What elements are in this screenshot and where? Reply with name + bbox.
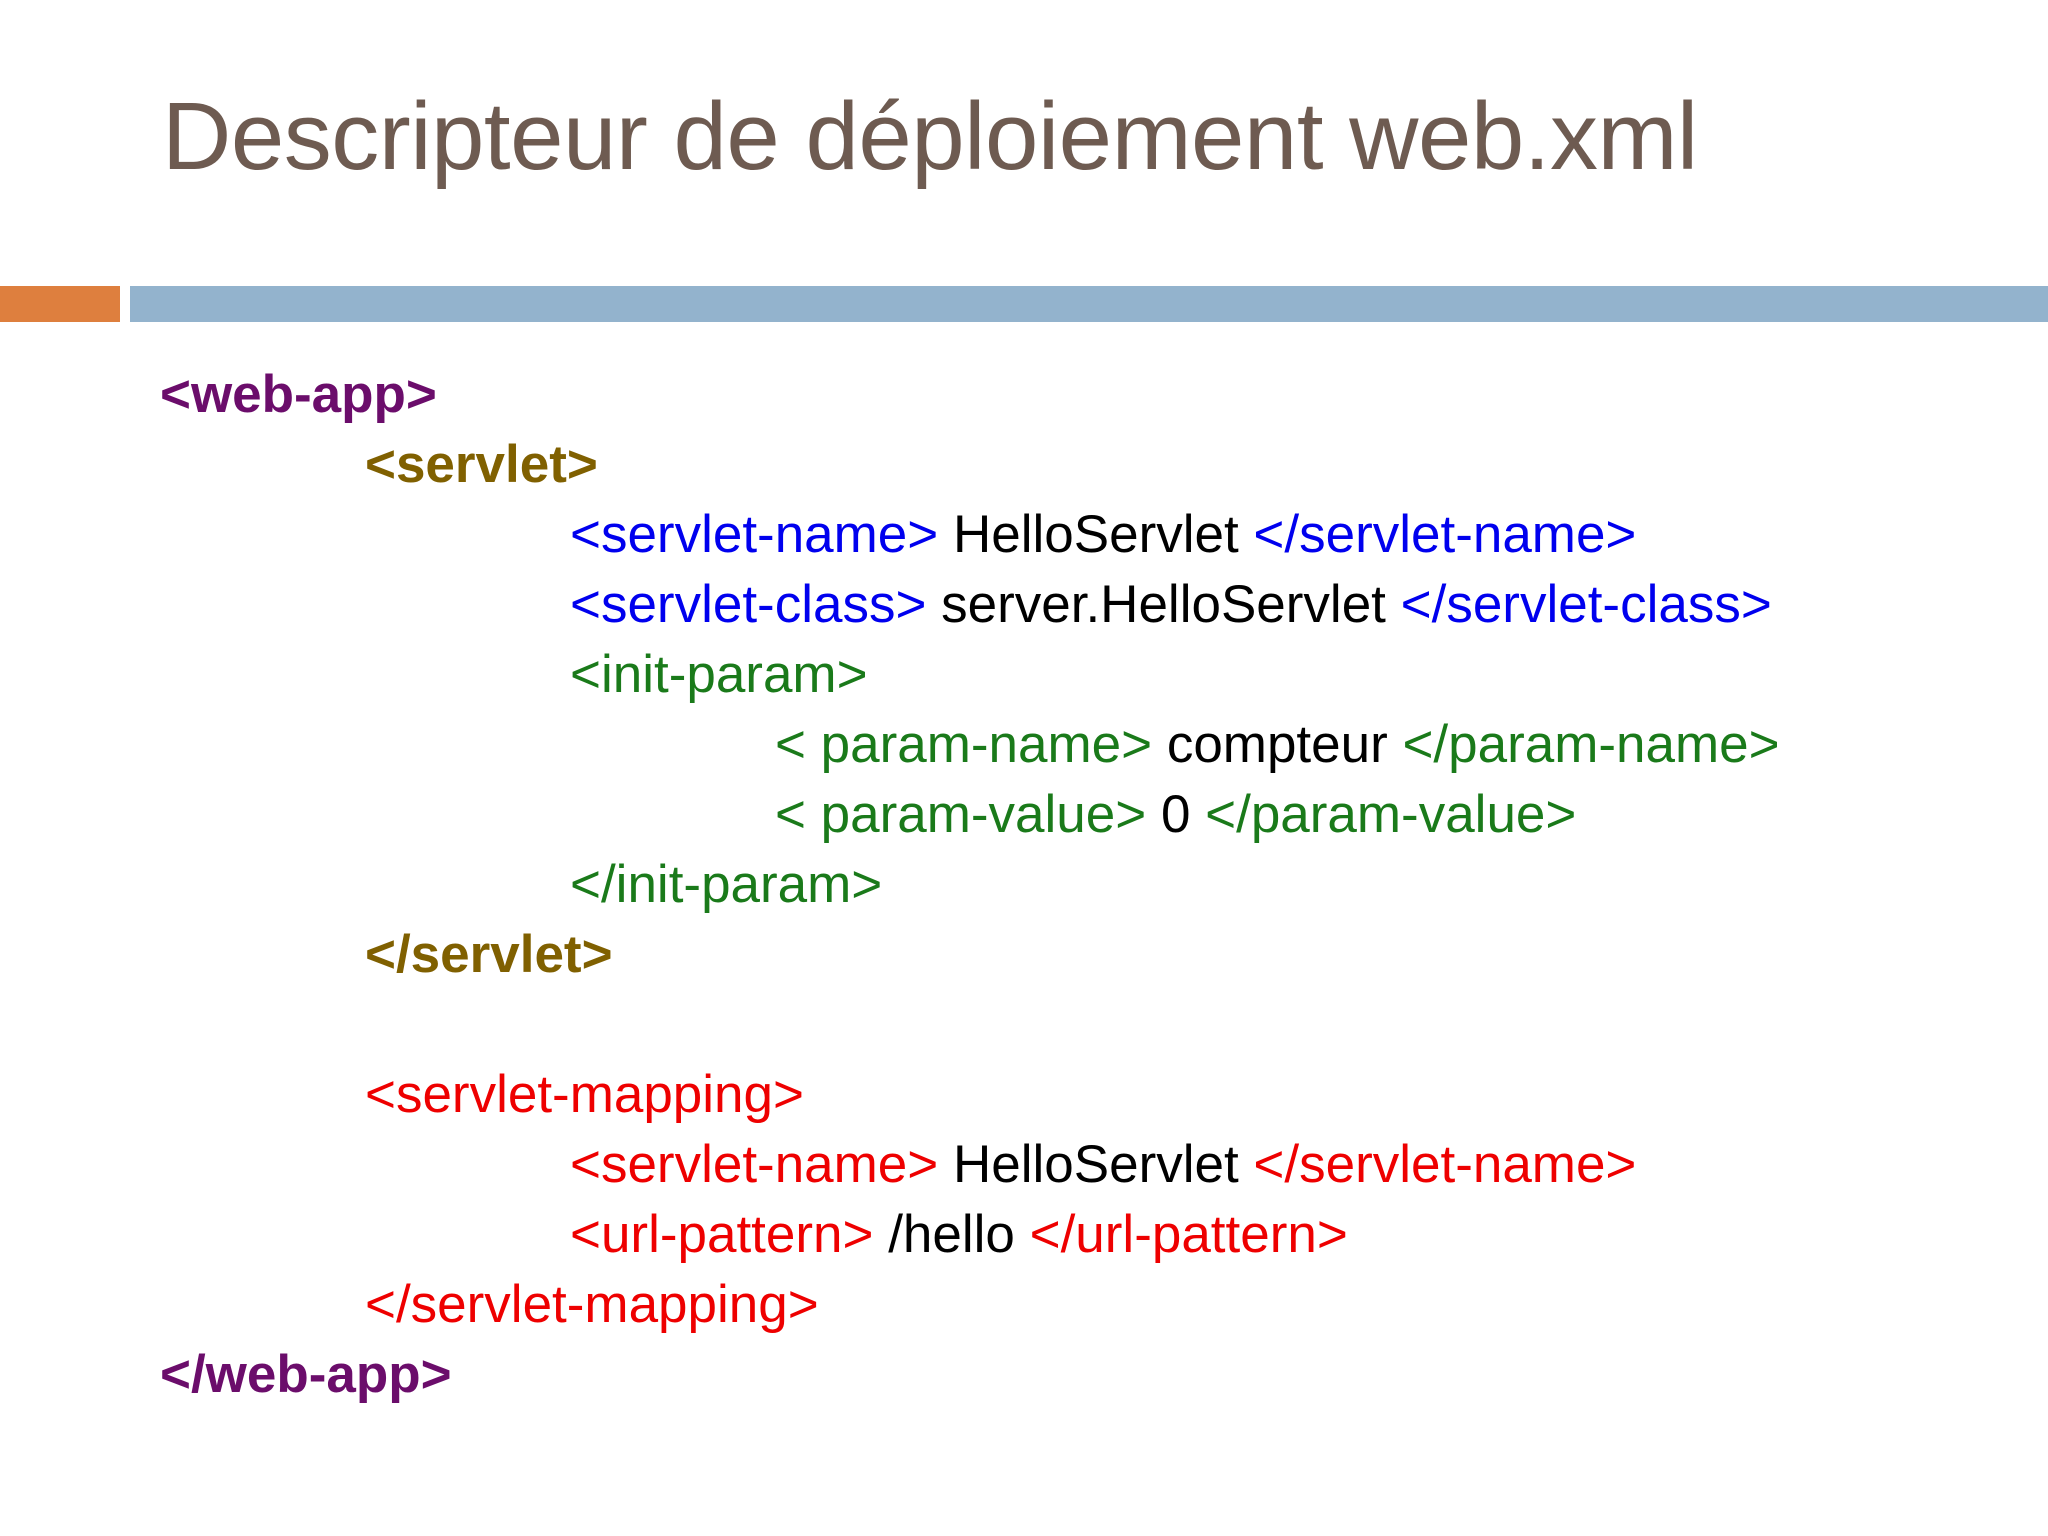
divider-accent-block (0, 286, 120, 322)
code-line: <servlet-mapping> (0, 1060, 2048, 1130)
code-block: <web-app> <servlet> <servlet-name> HelloSe… (0, 360, 2048, 1410)
code-line: </init-param> (0, 850, 2048, 920)
code-line: <servlet-name> HelloServlet </servlet-na… (0, 500, 2048, 570)
code-token: </web-app> (160, 1345, 452, 1404)
title-divider (0, 286, 2048, 322)
code-line-blank (0, 990, 2048, 1060)
code-token: < param-value> (775, 785, 1147, 844)
code-token: <init-param> (570, 645, 868, 704)
code-token: <servlet-mapping> (365, 1065, 804, 1124)
code-token: <servlet> (365, 435, 598, 494)
code-line: <servlet-name> HelloServlet </servlet-na… (0, 1130, 2048, 1200)
code-token: <servlet-name> (570, 505, 939, 564)
code-token: /hello (873, 1205, 1030, 1264)
code-line: < param-name> compteur </param-name> (0, 710, 2048, 780)
code-token: </param-name> (1402, 715, 1780, 774)
code-line: < param-value> 0 </param-value> (0, 780, 2048, 850)
code-token: <servlet-name> (570, 1135, 939, 1194)
code-token: <servlet-class> (570, 575, 927, 634)
code-token: HelloServlet (938, 505, 1254, 564)
code-line: </servlet> (0, 920, 2048, 990)
code-line: <servlet> (0, 430, 2048, 500)
code-token: </servlet> (365, 925, 613, 984)
code-token: </param-value> (1205, 785, 1577, 844)
code-token: </init-param> (570, 855, 883, 914)
code-token: <url-pattern> (570, 1205, 874, 1264)
code-token: compteur (1152, 715, 1403, 774)
code-token: </servlet-mapping> (365, 1275, 819, 1334)
code-line: </servlet-mapping> (0, 1270, 2048, 1340)
code-token: </servlet-name> (1253, 505, 1637, 564)
code-line: <init-param> (0, 640, 2048, 710)
page-title: Descripteur de déploiement web.xml (162, 83, 1698, 191)
code-line: <url-pattern> /hello </url-pattern> (0, 1200, 2048, 1270)
code-token: server.HelloServlet (926, 575, 1401, 634)
code-token: HelloServlet (938, 1135, 1254, 1194)
code-token: <web-app> (160, 365, 437, 424)
code-line: <web-app> (0, 360, 2048, 430)
code-token: 0 (1146, 785, 1206, 844)
code-token: </servlet-class> (1400, 575, 1772, 634)
divider-bar (130, 286, 2048, 322)
code-line: </web-app> (0, 1340, 2048, 1410)
code-token: </url-pattern> (1029, 1205, 1348, 1264)
code-line: <servlet-class> server.HelloServlet </se… (0, 570, 2048, 640)
code-token: </servlet-name> (1253, 1135, 1637, 1194)
code-token: < param-name> (775, 715, 1153, 774)
